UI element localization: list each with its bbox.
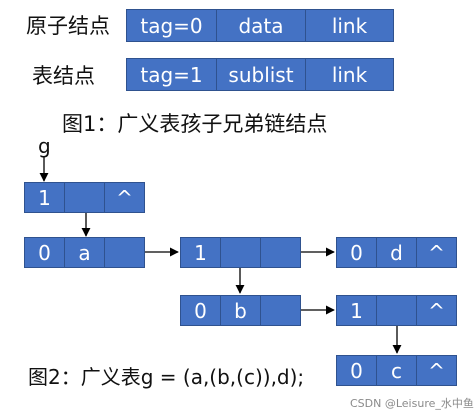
sub1-list-node: 1 xyxy=(180,237,301,268)
node-link-cell xyxy=(104,237,145,268)
node-data-cell: c xyxy=(376,355,417,386)
atom-node-d: 0 d ^ xyxy=(336,237,457,268)
node-tag-cell: 0 xyxy=(180,295,221,326)
node-sublist-cell xyxy=(64,182,105,213)
atom-node-c: 0 c ^ xyxy=(336,355,457,386)
list-node-legend: tag=1 sublist link xyxy=(126,58,394,91)
watermark: CSDN @Leisure_水中鱼 xyxy=(350,397,474,410)
list-tag-field: tag=1 xyxy=(126,58,217,91)
node-tag-cell: 1 xyxy=(180,237,221,268)
node-sublist-cell xyxy=(376,295,417,326)
node-tag-cell: 0 xyxy=(336,237,377,268)
atom-node-a: 0 a xyxy=(24,237,145,268)
head-pointer-label: g xyxy=(38,134,51,158)
atom-tag-field: tag=0 xyxy=(126,9,217,42)
node-tag-cell: 0 xyxy=(336,355,377,386)
figure1-caption: 图1：广义表孩子兄弟链结点 xyxy=(62,112,328,136)
atom-link-field: link xyxy=(305,9,394,42)
root-list-node: 1 ^ xyxy=(24,182,145,213)
list-link-field: link xyxy=(305,58,394,91)
node-tag-cell: 0 xyxy=(24,237,65,268)
atom-node-legend: tag=0 data link xyxy=(126,9,394,42)
list-node-label: 表结点 xyxy=(32,64,95,88)
atom-node-label: 原子结点 xyxy=(26,14,110,38)
figure2-caption: 图2：广义表g = (a,(b,(c)),d); xyxy=(28,365,305,389)
node-link-cell: ^ xyxy=(416,237,457,268)
node-link-cell xyxy=(260,295,301,326)
node-link-cell: ^ xyxy=(416,295,457,326)
node-link-cell: ^ xyxy=(416,355,457,386)
node-data-cell: a xyxy=(64,237,105,268)
node-tag-cell: 1 xyxy=(336,295,377,326)
node-link-cell: ^ xyxy=(104,182,145,213)
atom-node-b: 0 b xyxy=(180,295,301,326)
node-tag-cell: 1 xyxy=(24,182,65,213)
node-data-cell: b xyxy=(220,295,261,326)
node-data-cell: d xyxy=(376,237,417,268)
node-sublist-cell xyxy=(220,237,261,268)
sub2-list-node: 1 ^ xyxy=(336,295,457,326)
node-link-cell xyxy=(260,237,301,268)
